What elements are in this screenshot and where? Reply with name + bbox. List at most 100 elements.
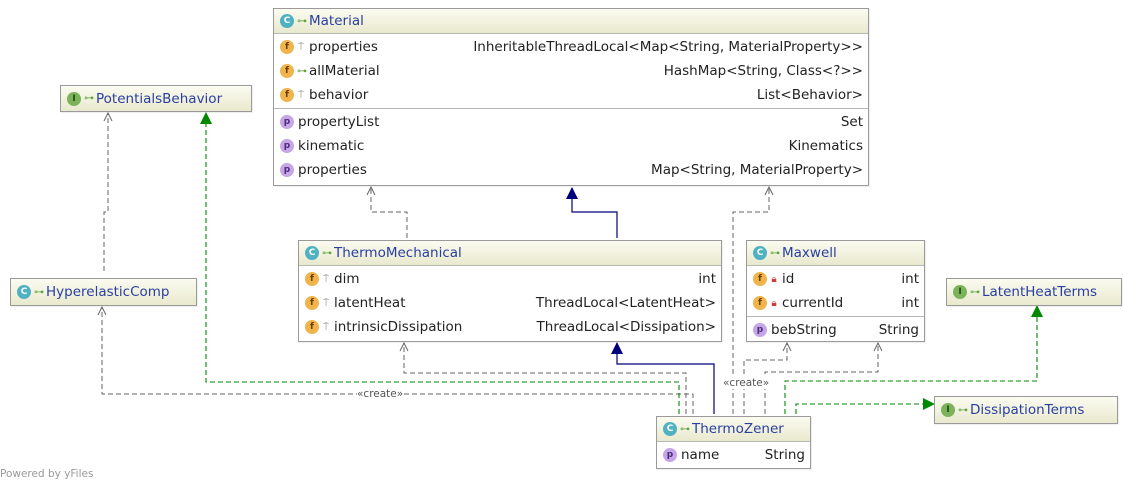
property-row[interactable]: p kinematic Kinematics [274,134,868,158]
public-visibility-icon: ⊶ [958,404,968,416]
field-row[interactable]: f ⍑ dim int [299,267,721,291]
field-name: intrinsicDissipation [334,319,463,335]
node-header: C ⊶ ThermoMechanical [299,241,721,266]
property-name: name [681,447,720,463]
field-icon: f [305,320,319,334]
field-icon: f [753,296,767,310]
field-type: int [698,271,716,287]
public-visibility-icon: ⊶ [297,15,307,27]
package-visibility-icon: ⍑ [323,297,329,309]
node-header: C ⊶ HyperelasticComp [11,279,196,305]
interface-node-potentials-behavior[interactable]: I ⊶ PotentialsBehavior [60,85,252,112]
edge-thermozener-implements-latentheat [784,305,1043,414]
interface-name: DissipationTerms [970,402,1085,418]
property-type: String [764,447,805,463]
edge-thermozener-material [732,187,769,414]
property-icon: p [753,323,767,337]
property-icon: p [663,448,677,462]
field-row[interactable]: f ⍑ latentHeat ThreadLocal<LatentHeat> [299,291,721,315]
field-row[interactable]: f ⍑ properties InheritableThreadLocal<Ma… [274,35,868,59]
edge-thermozener-implements-dissipation [795,398,935,414]
class-name: Maxwell [782,245,837,261]
node-header: I ⊶ PotentialsBehavior [61,86,251,111]
field-row[interactable]: f ⍑ behavior List<Behavior> [274,83,868,107]
footer-credit: Powered by yFiles [0,468,94,480]
field-row[interactable]: f 🔒︎ id int [747,267,924,291]
field-type: List<Behavior> [756,87,863,103]
field-name: behavior [309,87,369,103]
property-icon: p [280,115,294,129]
interface-icon: I [953,285,967,299]
property-icon: p [280,139,294,153]
property-row[interactable]: p propertyList Set [274,110,868,134]
field-row[interactable]: f 🔒︎ currentId int [747,291,924,315]
package-visibility-icon: ⍑ [323,273,329,285]
public-visibility-icon: ⊶ [322,247,332,259]
property-type: String [878,322,919,338]
field-type: HashMap<String, Class<?>> [663,63,863,79]
private-lock-icon: 🔒︎ [771,297,777,309]
class-node-material[interactable]: C ⊶ Material f ⍑ properties InheritableT… [273,8,869,186]
field-type: int [901,295,919,311]
field-icon: f [305,296,319,310]
class-name: HyperelasticComp [46,284,170,300]
edge-thermomechanical-extends-material [566,187,618,238]
field-icon: f [305,272,319,286]
edge-hyperelastic-potentials [103,113,108,271]
field-name: properties [309,39,378,55]
public-visibility-icon: ⊶ [680,423,690,435]
property-name: properties [298,162,367,178]
property-type: Set [840,114,863,130]
package-visibility-icon: ⍑ [323,321,329,333]
class-icon: C [280,14,294,28]
interface-node-latent-heat-terms[interactable]: I ⊶ LatentHeatTerms [946,278,1122,306]
class-name: ThermoZener [692,421,784,437]
interface-name: LatentHeatTerms [982,284,1098,300]
class-node-maxwell[interactable]: C ⊶ Maxwell f 🔒︎ id int f 🔒︎ currentId i… [746,240,925,342]
field-row[interactable]: f ⊶ allMaterial HashMap<String, Class<?>… [274,59,868,83]
field-type: ThreadLocal<Dissipation> [536,319,716,335]
public-visibility-icon: ⊶ [970,286,980,298]
interface-node-dissipation-terms[interactable]: I ⊶ DissipationTerms [934,396,1118,424]
class-node-thermo-mechanical[interactable]: C ⊶ ThermoMechanical f ⍑ dim int f ⍑ lat… [298,240,722,342]
property-row[interactable]: p name String [657,443,810,467]
private-lock-icon: 🔒︎ [771,273,777,285]
field-name: id [782,271,795,287]
field-type: InheritableThreadLocal<Map<String, Mater… [473,39,863,55]
property-type: Map<String, MaterialProperty> [651,162,863,178]
field-type: ThreadLocal<LatentHeat> [535,295,716,311]
class-icon: C [305,246,319,260]
field-type: int [901,271,919,287]
property-row[interactable]: p properties Map<String, MaterialPropert… [274,158,868,182]
class-name: Material [309,13,364,29]
interface-icon: I [67,91,81,106]
edge-thermozener-thermomechanical [404,343,687,414]
properties-section: p bebString String [747,317,924,343]
class-icon: C [17,285,31,299]
field-name: allMaterial [309,63,380,79]
node-header: C ⊶ ThermoZener [657,417,810,442]
property-icon: p [280,163,294,177]
field-row[interactable]: f ⍑ intrinsicDissipation ThreadLocal<Dis… [299,315,721,339]
class-icon: C [753,246,767,260]
properties-section: p name String [657,442,810,468]
field-icon: f [280,88,294,102]
class-node-hyperelastic-comp[interactable]: C ⊶ HyperelasticComp [10,278,197,306]
fields-section: f 🔒︎ id int f 🔒︎ currentId int [747,266,924,317]
edge-thermozener-implements-potentials [200,112,680,414]
property-name: bebString [771,322,837,338]
static-field-icon: f [280,64,294,78]
field-icon: f [280,40,294,54]
node-header: C ⊶ Material [274,9,868,34]
node-header: C ⊶ Maxwell [747,241,924,266]
class-node-thermo-zener[interactable]: C ⊶ ThermoZener p name String [656,416,811,469]
property-name: propertyList [298,114,380,130]
node-header: I ⊶ DissipationTerms [935,397,1117,423]
class-name: ThermoMechanical [334,245,462,261]
property-row[interactable]: p bebString String [747,318,924,342]
create-label-right: «create» [723,377,770,389]
node-header: I ⊶ LatentHeatTerms [947,279,1121,305]
public-visibility-icon: ⊶ [84,93,94,104]
field-name: dim [334,271,360,287]
package-visibility-icon: ⍑ [298,89,304,101]
